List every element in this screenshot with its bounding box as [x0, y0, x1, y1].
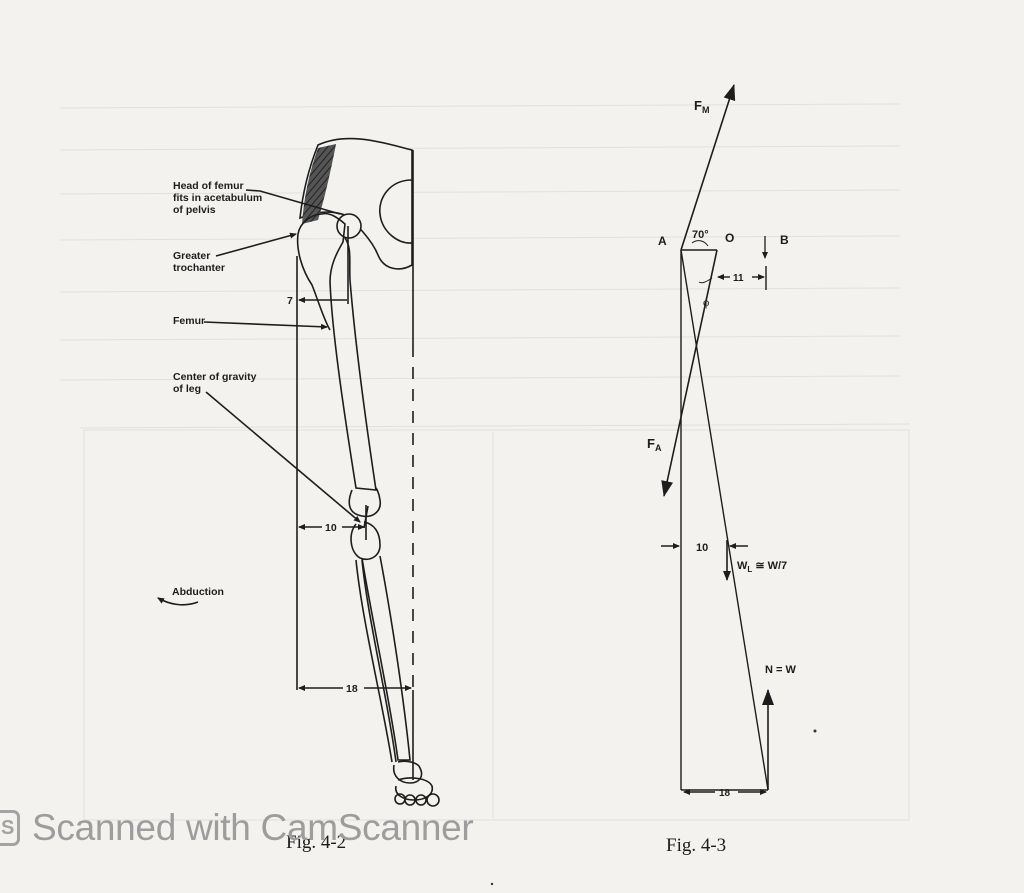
leader-femur	[203, 321, 328, 330]
force-fa-arrow	[661, 249, 718, 497]
label-head-line3: of pelvis	[173, 204, 216, 216]
label-dim-10: 10	[696, 542, 708, 554]
bleed-through-lines	[59, 103, 911, 821]
label-greater-line1: Greater	[173, 250, 210, 262]
leader-greater-trochanter	[215, 232, 297, 257]
label-dim-11: 11	[733, 273, 744, 284]
label-point-a: A	[658, 234, 667, 248]
figure-4-3-labels: FM A 70° O B 11 ϕ FA 10 WL ≅ W/7 N = W 1…	[647, 98, 796, 856]
force-fm-arrow	[680, 84, 736, 251]
speck-2	[490, 882, 494, 886]
knee-tibia-plateau	[350, 521, 381, 561]
label-femur: Femur	[173, 315, 205, 327]
greater-trochanter	[296, 233, 331, 331]
obturator-foramen	[379, 179, 413, 244]
femoral-head	[336, 213, 362, 239]
label-cog-line1: Center of gravity	[173, 371, 257, 383]
figure-4-2	[157, 137, 440, 807]
watermark-text: Scanned with CamScanner	[32, 807, 474, 848]
label-dim-18: 18	[719, 788, 731, 799]
figure-4-2-labels: Head of femur fits in acetabulum of pelv…	[172, 180, 358, 853]
abduction-arc	[157, 597, 199, 606]
label-cog-line2: of leg	[173, 383, 201, 395]
leader-cog	[205, 391, 361, 523]
label-normal-force: N = W	[765, 664, 796, 676]
ankle-bones	[392, 760, 423, 784]
label-head-line2: fits in acetabulum	[173, 192, 262, 204]
toe-3	[415, 794, 427, 806]
hatched-muscle	[302, 144, 336, 224]
label-point-b: B	[780, 233, 789, 247]
dim-7-label: 7	[287, 295, 293, 307]
label-point-o: O	[725, 231, 734, 245]
fig-4-2-caption: Fig. 4-2	[286, 832, 346, 853]
label-fa: FA	[647, 436, 662, 453]
femur-bone	[297, 212, 377, 491]
label-wl: WL ≅ W/7	[737, 560, 787, 574]
angle-arc-70	[691, 240, 709, 247]
speck-1	[813, 729, 817, 733]
label-phi: ϕ	[703, 295, 709, 309]
diagonal-a-to-foot	[680, 249, 769, 791]
toe-4	[426, 793, 440, 807]
dim-10-label: 10	[325, 522, 337, 534]
angle-arc-phi	[698, 277, 713, 284]
fig-4-3-caption: Fig. 4-3	[666, 835, 726, 856]
label-fm: FM	[694, 98, 709, 115]
fibula	[355, 559, 397, 763]
toe-2	[404, 794, 416, 806]
dim-18-label: 18	[346, 683, 358, 695]
leader-head	[245, 189, 341, 215]
knee-femur-condyles	[348, 487, 382, 518]
label-angle-70: 70°	[692, 229, 709, 241]
label-greater-line2: trochanter	[173, 262, 225, 274]
tibia	[361, 555, 411, 761]
camscanner-logo-icon: S	[0, 810, 20, 846]
watermark: S Scanned with CamScanner	[0, 806, 474, 850]
label-head-line1: Head of femur	[173, 180, 244, 192]
label-abduction: Abduction	[172, 586, 224, 598]
figure-4-3	[661, 84, 774, 795]
